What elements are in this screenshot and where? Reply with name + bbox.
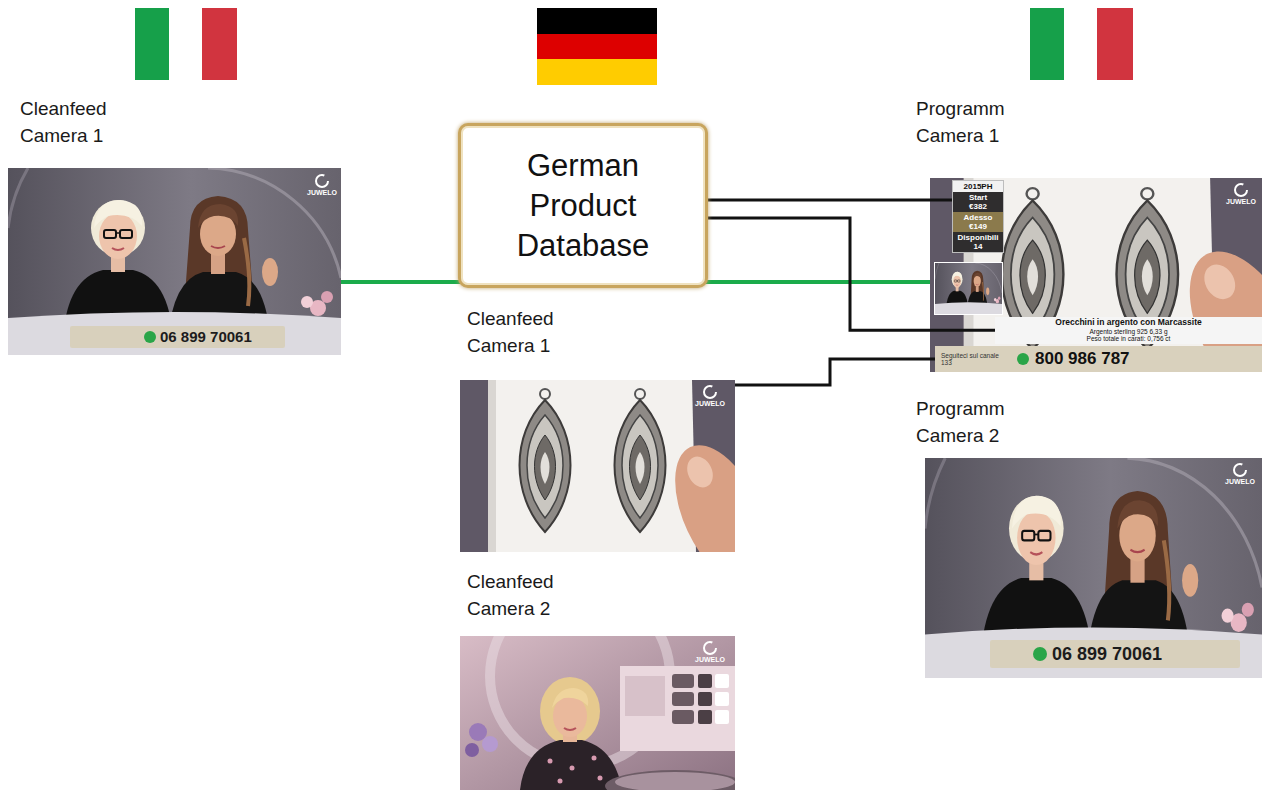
program-feed: Programm Camera 12015PHStart €382Adesso … [930, 178, 1262, 372]
earring-screenshot [460, 380, 788, 599]
studio-screenshot [925, 458, 1262, 678]
phone-number: 06 899 70061 [160, 328, 252, 346]
italian-flag [1030, 8, 1064, 80]
program-screenshot [1235, 184, 1247, 196]
studio-screenshot [465, 743, 479, 757]
italian-flag [135, 8, 237, 80]
price-box: 2015PHStart €382Adesso €149Disponibili 1… [952, 180, 1004, 253]
studio-screenshot [548, 759, 553, 764]
studio-screenshot [715, 674, 729, 688]
italian-flag [1097, 8, 1133, 80]
studio-screenshot [698, 674, 712, 688]
studio-screenshot [615, 772, 735, 792]
studio-screenshot [605, 770, 745, 796]
feed-heading: Cleanfeed Camera 2 [467, 568, 597, 622]
program-screenshot [934, 262, 1003, 315]
product-code: 2015PH [953, 181, 1003, 192]
italian-flag [202, 8, 237, 80]
studio-screenshot [704, 642, 716, 654]
studio-screenshot [592, 756, 597, 761]
studio-screenshot [482, 736, 498, 752]
logo-text: JUWELO [1223, 478, 1257, 486]
feed-heading: Cleanfeed Camera 1 [20, 95, 150, 149]
studio-screenshot [598, 776, 603, 781]
italian-flag [169, 8, 202, 80]
studio-screenshot [1033, 647, 1047, 661]
studio-screenshot [698, 710, 712, 724]
german-flag [537, 8, 657, 34]
program-screenshot [930, 178, 1264, 425]
camera-feed: Cleanfeed Camera 1 [460, 380, 735, 552]
product-title-box: Orecchini in argento con MarcassiteArgen… [995, 317, 1262, 344]
studio-screenshot [469, 723, 487, 741]
phone-bar: Seguiteci sul canale 133 800 986 787 [935, 346, 1262, 372]
feed-heading: Cleanfeed Camera 1 [467, 305, 597, 359]
product-title: Orecchini in argento con Marcassite [998, 318, 1259, 328]
italian-flag [1030, 8, 1133, 80]
studio-screenshot [144, 331, 156, 343]
price-value: Start €382 [953, 192, 1003, 212]
studio-screenshot [8, 168, 341, 355]
camera-feed: Cleanfeed Camera 1 [8, 168, 341, 355]
price-value: Adesso €149 [953, 212, 1003, 232]
german-flag [537, 59, 657, 85]
studio-screenshot [698, 692, 712, 706]
logo-text: JUWELO [693, 400, 727, 408]
studio-screenshot [672, 710, 694, 724]
studio-screenshot [564, 728, 576, 730]
studio-screenshot [715, 710, 729, 724]
german-flag [537, 34, 657, 59]
product-detail: Argento sterling 925 6,33 g [998, 328, 1259, 335]
studio-screenshot [552, 688, 588, 708]
feed-heading: Programm Camera 1 [916, 95, 1046, 149]
logo-text: JUWELO [1224, 198, 1258, 206]
german-flag [537, 8, 657, 85]
data-link [735, 359, 935, 385]
phone-number: 800 986 787 [1035, 349, 1130, 369]
studio-screenshot [316, 175, 328, 187]
earring-screenshot [704, 386, 716, 398]
studio-screenshot [990, 640, 1240, 668]
phone-icon [1017, 353, 1029, 365]
earring-screenshot [460, 380, 788, 599]
program-screenshot [935, 263, 1002, 314]
studio-screenshot [558, 779, 563, 784]
channel-note: Seguiteci sul canale 133 [941, 352, 1011, 366]
studio-screenshot [625, 676, 665, 716]
phone-number: 06 899 70061 [1052, 644, 1162, 664]
italian-flag [135, 8, 169, 80]
camera-feed: Cleanfeed Camera 2 [460, 636, 735, 790]
studio-screenshot [8, 168, 341, 355]
studio-screenshot [540, 677, 600, 745]
studio-screenshot [925, 458, 1262, 678]
database-box: German Product Database [458, 123, 708, 288]
studio-screenshot [672, 692, 694, 706]
data-link [708, 199, 952, 202]
studio-screenshot [570, 766, 575, 771]
studio-screenshot [1234, 464, 1246, 476]
logo-text: JUWELO [693, 656, 727, 664]
database-label: German Product Database [503, 146, 663, 266]
product-detail: Peso totale in carati: 0,756 ct [998, 335, 1259, 342]
logo-text: JUWELO [305, 189, 339, 197]
studio-screenshot [70, 326, 285, 348]
italian-flag [1064, 8, 1097, 80]
studio-screenshot [715, 692, 729, 706]
studio-screenshot [620, 666, 735, 751]
program-screenshot [930, 178, 1264, 425]
feed-heading: Programm Camera 2 [916, 395, 1046, 449]
price-value: Disponibili 14 [953, 232, 1003, 252]
studio-screenshot [672, 674, 694, 688]
